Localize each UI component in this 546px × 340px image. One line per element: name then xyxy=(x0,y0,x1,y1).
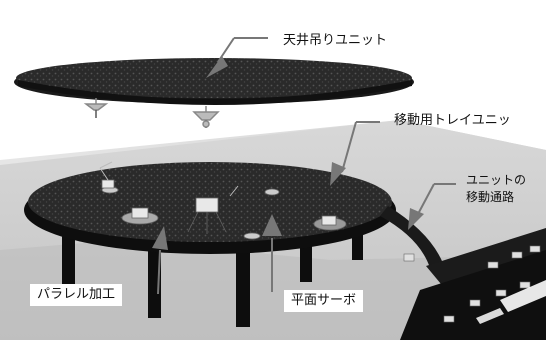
ceiling-hung-unit xyxy=(14,58,414,128)
unit-path-label-line2: 移動通路 xyxy=(466,190,515,204)
planar-servo-label: 平面サーボ xyxy=(284,290,364,312)
unit-movement-path xyxy=(380,206,546,340)
transfer-tray-table xyxy=(24,161,396,254)
callout-arrows xyxy=(152,37,456,295)
transfer-tray-label: 移動用トレイユニッ xyxy=(394,113,511,128)
parallel-machining-label: パラレル加工 xyxy=(30,284,123,306)
unit-path-label-line1: ユニットの xyxy=(466,173,527,187)
ceiling-unit-label: 天井吊りユニット xyxy=(276,30,395,52)
